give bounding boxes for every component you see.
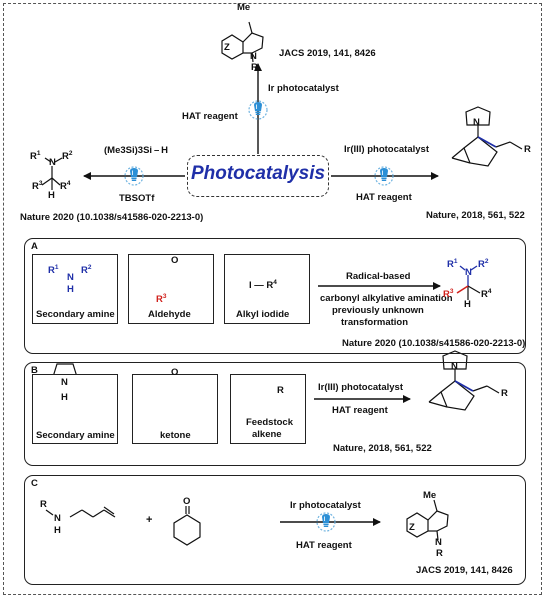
panel-b-box1-label: Secondary amine [36, 430, 115, 441]
panel-a-box-aldehyde [128, 254, 214, 324]
left-reagent-formula: (Me3Si)3Si – H [104, 145, 168, 156]
panel-b-box3-label-2: alkene [252, 429, 282, 440]
right-product-structure [451, 106, 498, 167]
panel-b-box3-label-1: Feedstock [246, 417, 293, 428]
panel-c-z: Z [409, 522, 415, 533]
panel-c-plus: + [146, 514, 153, 526]
panel-b [24, 362, 526, 466]
outer-dashed-frame [3, 3, 542, 595]
top-catalyst: Ir photocatalyst [268, 83, 339, 94]
panel-b-box-amine [32, 374, 118, 444]
top-reference: JACS 2019, 141, 8426 [279, 48, 376, 59]
top-product-z: Z [224, 42, 230, 53]
center-title: Photocatalysis [190, 163, 326, 184]
right-catalyst: Ir(III) photocatalyst [344, 144, 429, 155]
panel-c-letter: C [31, 478, 38, 489]
panel-a-box-amine [32, 254, 118, 324]
panel-b-box2-label: ketone [160, 430, 191, 441]
top-product-me: Me [237, 2, 251, 13]
panel-b-reference: Nature, 2018, 561, 522 [333, 443, 432, 454]
panel-c [24, 475, 526, 585]
right-reference: Nature, 2018, 561, 522 [426, 210, 525, 221]
panel-c-structures [45, 499, 449, 546]
top-product-n: N [250, 51, 257, 62]
top-product-r: R [251, 62, 258, 73]
panel-a-arrow-top: Radical-based [346, 271, 411, 282]
panel-c-catalyst: Ir photocatalyst [290, 500, 361, 511]
right-reagent: HAT reagent [356, 192, 412, 203]
panel-c-reference: JACS 2019, 141, 8426 [416, 565, 513, 576]
panel-a-arrow-line1: carbonyl alkylative amination [320, 293, 453, 304]
panel-c-n: N [435, 537, 442, 548]
center-dashed-box [187, 155, 329, 197]
left-product-structure [41, 157, 63, 190]
panel-c-me: Me [423, 490, 437, 501]
panel-a-box3-label: Alkyl iodide [236, 309, 290, 320]
panel-c-reagent: HAT reagent [296, 540, 352, 551]
left-reagent-2: TBSOTf [119, 193, 155, 204]
panel-a-box1-label: Secondary amine [36, 309, 115, 320]
panel-a-arrow-line3: transformation [341, 317, 409, 328]
panel-c-r: R [436, 548, 443, 559]
right-product-n: N [473, 117, 480, 128]
panel-a-box2-label: Aldehyde [148, 309, 191, 320]
top-product-structure [221, 21, 264, 63]
panel-a-reference: Nature 2020 (10.1038/s41586-020-2213-0) [342, 338, 526, 349]
left-reference: Nature 2020 (10.1038/s41586-020-2213-0) [20, 212, 204, 223]
panel-a-box-iodide [224, 254, 310, 324]
panel-a [24, 238, 526, 354]
panel-b-box-ketone [132, 374, 218, 444]
top-reagent: HAT reagent [182, 111, 238, 122]
panel-a-letter: A [31, 241, 38, 252]
panel-b-catalyst: Ir(III) photocatalyst [318, 382, 403, 393]
panel-b-reagent: HAT reagent [332, 405, 388, 416]
panel-a-arrow-line2: previously unknown [332, 305, 424, 316]
panel-b-letter: B [31, 365, 38, 376]
panel-b-box-alkene [230, 374, 306, 444]
right-product-r: R [524, 144, 531, 155]
